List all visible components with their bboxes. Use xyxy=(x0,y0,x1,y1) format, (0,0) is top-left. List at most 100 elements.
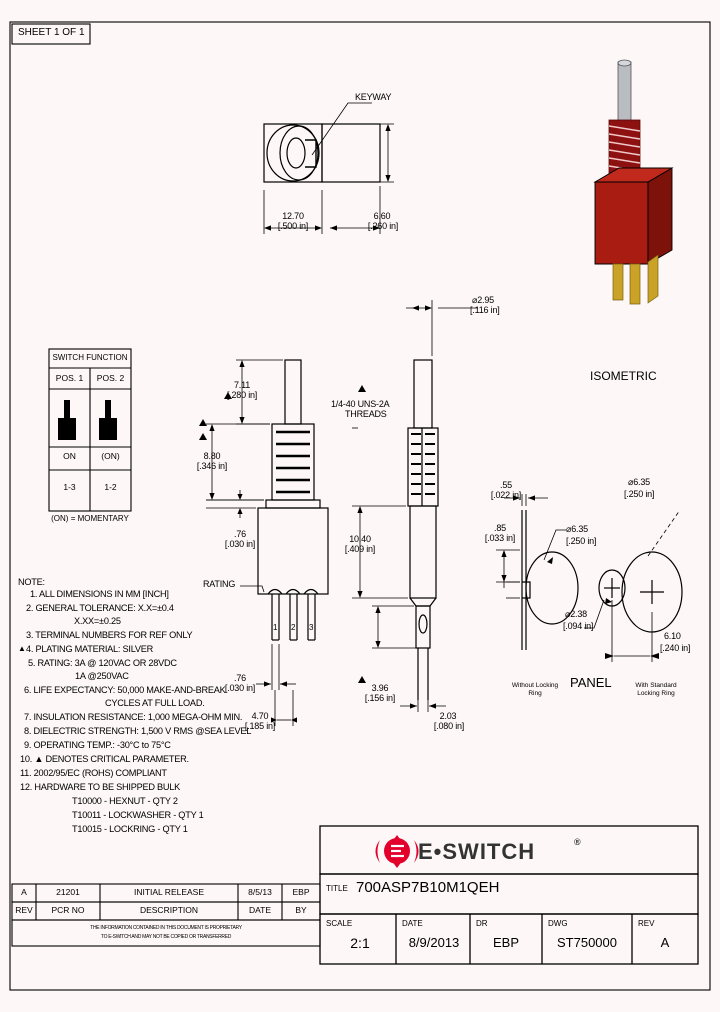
terminal-number-1: 1 xyxy=(273,623,278,632)
note-item-1: 1. ALL DIMENSIONS IN MM [INCH] xyxy=(30,589,169,599)
disclaimer-line1: THE INFORMATION CONTAINED IN THIS DOCUME… xyxy=(90,925,242,931)
side-term-len-in: [.156 in] xyxy=(364,693,396,703)
panel-hole2-in: [.250 in] xyxy=(624,489,655,499)
date-label: DATE xyxy=(402,919,423,928)
top-view-height-in: [.260 in] xyxy=(367,221,399,231)
note-item-6b: CYCLES AT FULL LOAD. xyxy=(105,698,205,708)
keyway-label: KEYWAY xyxy=(355,92,392,102)
panel-dim-b-in: [.033 in] xyxy=(484,533,516,543)
front-thread-dim-mm: 8.80 xyxy=(203,451,221,461)
switch-function-footnote: (ON) = MOMENTARY xyxy=(51,514,129,523)
note-item-4: 4. PLATING MATERIAL: SILVER xyxy=(26,644,154,654)
front-term-width-mm: .76 xyxy=(234,673,246,683)
panel-hole1-in: [.250 in] xyxy=(566,536,597,546)
note-item-9: 9. OPERATING TEMP.: -30°C to 75°C xyxy=(24,740,171,750)
note-item-11: 11. 2002/95/EC (ROHS) COMPLIANT xyxy=(20,768,167,778)
eswitch-logo-text: E•SWITCH xyxy=(418,839,536,864)
terminal-number-3: 3 xyxy=(309,623,314,632)
switch-function-pos2-header: POS. 2 xyxy=(96,373,125,383)
side-body-dim-in: [.409 in] xyxy=(344,544,376,554)
revision-pcr-header: PCR NO xyxy=(51,905,85,915)
panel-caption-left-line2: Ring xyxy=(528,690,542,697)
top-view-width-in: [.500 in] xyxy=(277,221,309,231)
eswitch-logo-mark xyxy=(375,835,419,868)
plunger-dia-mm: ⌀2.95 xyxy=(472,295,494,305)
scale-value: 2:1 xyxy=(350,935,370,951)
date-value: 8/9/2013 xyxy=(408,935,460,950)
revision-table-frames xyxy=(11,883,321,947)
revision-description-header: DESCRIPTION xyxy=(139,905,199,915)
panel-dim-a-in: [.022 in] xyxy=(490,490,522,500)
front-base-dim-in: [.030 in] xyxy=(224,539,256,549)
side-term-thick-in: [.080 in] xyxy=(433,721,465,731)
note-item-5: 5. RATING: 3A @ 120VAC OR 28VDC xyxy=(28,658,177,668)
revision-rev-value: A xyxy=(21,887,27,897)
front-view-geometry xyxy=(257,359,329,641)
switch-function-pos2-state: (ON) xyxy=(101,451,120,461)
plunger-dia-in: [.116 in] xyxy=(470,305,500,315)
switch-function-title: SWITCH FUNCTION xyxy=(52,353,128,362)
panel-spacing-mm: 6.10 xyxy=(664,631,681,641)
panel-small-hole-in: [.094 in] xyxy=(563,621,594,631)
note-item-2b: X.XX=±0.25 xyxy=(74,616,121,626)
revision-rev-header: REV xyxy=(15,905,33,915)
revision-date-header: DATE xyxy=(248,905,272,915)
switch-function-pos2-circuit: 1-2 xyxy=(104,482,117,492)
note-item-5b: 1A @250VAC xyxy=(75,671,129,681)
front-term-width-in: [.030 in] xyxy=(224,683,256,693)
side-term-thick-mm: 2.03 xyxy=(439,711,457,721)
dr-label: DR xyxy=(476,919,488,928)
rev-value: A xyxy=(660,935,670,950)
panel-hole2-mm: ⌀6.35 xyxy=(628,477,650,487)
panel-geometry xyxy=(521,510,683,650)
front-term-pitch-in: [.185 in] xyxy=(244,721,276,731)
thread-note-line1: 1/4-40 UNS-2A xyxy=(331,399,390,409)
front-bushing-dim-in: [.280 in] xyxy=(226,390,258,400)
title-value: 700ASP7B10M1QEH xyxy=(356,879,500,896)
isometric-geometry xyxy=(593,59,674,305)
front-bushing-dim-mm: 7.11 xyxy=(233,380,251,390)
top-view-height-mm: 6.60 xyxy=(373,211,391,221)
note-hardware-lockring: T10015 - LOCKRING - QTY 1 xyxy=(72,824,188,834)
terminal-number-2: 2 xyxy=(291,623,296,632)
rev-label: REV xyxy=(638,919,655,928)
switch-function-table-grid xyxy=(48,348,132,512)
revision-description-value: INITIAL RELEASE xyxy=(133,887,205,897)
panel-caption-right-line2: Locking Ring xyxy=(637,690,675,697)
note-item-3: 3. TERMINAL NUMBERS FOR REF ONLY xyxy=(26,630,193,640)
panel-dim-b-mm: .85 xyxy=(494,523,506,533)
front-term-pitch-mm: 4.70 xyxy=(251,711,269,721)
eswitch-logo-registered: ® xyxy=(574,837,581,847)
note-item-6: 6. LIFE EXPECTANCY: 50,000 MAKE-AND-BREA… xyxy=(24,685,226,695)
side-term-len-mm: 3.96 xyxy=(371,683,389,693)
side-body-dim-mm: 10.40 xyxy=(349,534,371,544)
switch-function-icons xyxy=(58,400,117,440)
note-item-12: 12. HARDWARE TO BE SHIPPED BULK xyxy=(20,782,181,792)
switch-function-pos1-header: POS. 1 xyxy=(55,373,84,383)
revision-by-header: BY xyxy=(295,905,307,915)
panel-hole1-mm: ⌀6.35 xyxy=(566,524,588,534)
note-item-8: 8. DIELECTRIC STRENGTH: 1,500 V RMS @SEA… xyxy=(24,726,252,736)
top-view-width-mm: 12.70 xyxy=(282,211,304,221)
top-view-geometry xyxy=(263,123,381,183)
note-4-critical-triangle: ▲ xyxy=(18,644,26,653)
switch-function-pos1-circuit: 1-3 xyxy=(63,482,76,492)
revision-pcr-value: 21201 xyxy=(56,887,80,897)
switch-function-pos1-state: ON xyxy=(63,451,76,461)
note-item-2: 2. GENERAL TOLERANCE: X.X=±0.4 xyxy=(26,603,174,613)
dwg-value: ST750000 xyxy=(557,935,617,950)
note-hardware-lockwasher: T10011 - LOCKWASHER - QTY 1 xyxy=(72,810,204,820)
isometric-label: ISOMETRIC xyxy=(590,369,657,383)
scale-label: SCALE xyxy=(326,919,353,928)
rating-label: RATING xyxy=(203,579,236,589)
panel-caption-right-line1: With Standard xyxy=(635,682,677,689)
side-view-geometry xyxy=(407,359,439,700)
sheet-label: SHEET 1 OF 1 xyxy=(18,27,85,38)
note-item-7: 7. INSULATION RESISTANCE: 1,000 MEGA-OHM… xyxy=(24,712,243,722)
dwg-label: DWG xyxy=(548,919,568,928)
thread-note-line2: THREADS xyxy=(345,409,387,419)
panel-spacing-in: [.240 in] xyxy=(660,643,691,653)
panel-caption-left-line1: Without Locking xyxy=(511,682,559,689)
